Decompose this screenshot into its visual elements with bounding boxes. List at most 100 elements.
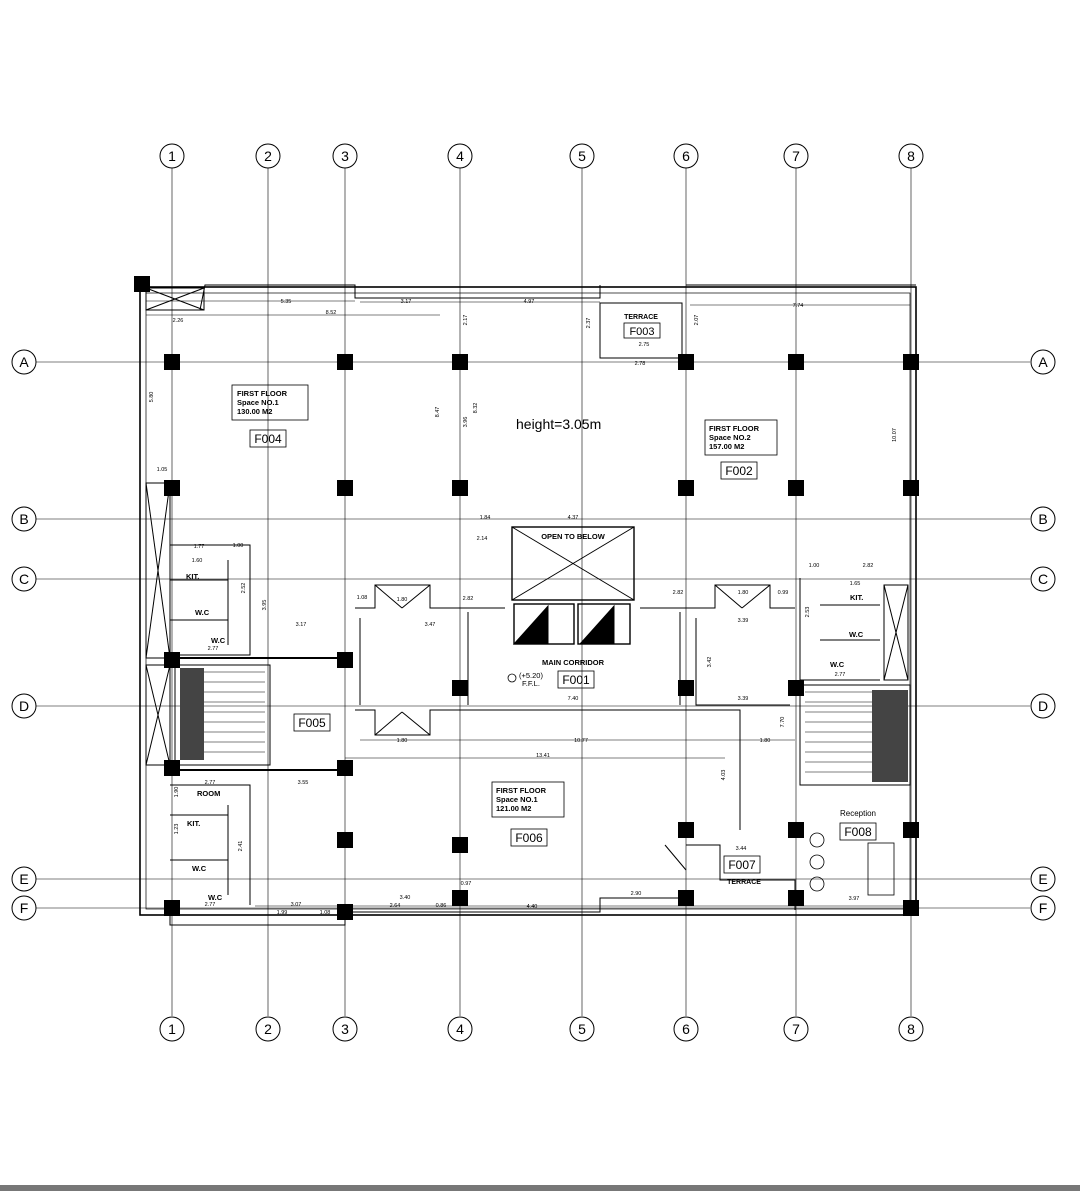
dim-7-74: 7.74 bbox=[793, 303, 804, 309]
dim-3-39a: 3.39 bbox=[738, 618, 749, 624]
reception-chair-1 bbox=[809, 832, 825, 848]
grid-label-row-B-left: B bbox=[19, 511, 28, 527]
shaft-left-upper bbox=[145, 482, 171, 659]
space-f002-area: 157.00 M2 bbox=[709, 442, 744, 451]
grid-bubble-col-4-top bbox=[447, 143, 473, 169]
void-x2 bbox=[511, 526, 635, 601]
dim-1-05: 1.05 bbox=[157, 467, 168, 473]
structural-column bbox=[903, 354, 919, 370]
kit-left-bottom: KIT. bbox=[187, 819, 200, 828]
grid-label-col-8-bottom: 8 bbox=[907, 1021, 915, 1037]
grid-bubble-row-B-right bbox=[1030, 506, 1056, 532]
grid-bubble-col-6-top bbox=[673, 143, 699, 169]
tag-f007: F007 bbox=[728, 858, 756, 872]
wc-label-3: W.C bbox=[192, 864, 207, 873]
dim-4-03: 4.03 bbox=[721, 770, 727, 781]
dim-5-80: 5.80 bbox=[149, 392, 155, 403]
dim-8-47: 8.47 bbox=[435, 407, 441, 418]
grid-bubble-col-2-top bbox=[255, 143, 281, 169]
wc-label-6: W.C bbox=[830, 660, 845, 669]
door-swing-2 bbox=[401, 584, 431, 609]
dim-0-86: 0.86 bbox=[436, 903, 447, 909]
tag-f008: F008 bbox=[844, 825, 872, 839]
dim-2-64: 2.64 bbox=[390, 903, 401, 909]
grid-label-row-E-left: E bbox=[19, 871, 28, 887]
grid-bubble-row-A-right bbox=[1030, 349, 1056, 375]
tag-box-f003 bbox=[623, 322, 661, 339]
stair-void-top bbox=[145, 287, 205, 311]
stair-right-hatch bbox=[872, 690, 908, 782]
level-mark: (+5.20) bbox=[519, 671, 543, 680]
grid-bubble-col-8-bottom bbox=[898, 1016, 924, 1042]
dim-1-80d: 1.80 bbox=[760, 738, 771, 744]
grid-bubble-row-E-left bbox=[11, 866, 37, 892]
stair-treads bbox=[180, 668, 908, 782]
dim-3-39b: 3.39 bbox=[738, 696, 749, 702]
space-f006-floor: FIRST FLOOR bbox=[496, 786, 547, 795]
space-f006-area: 121.00 M2 bbox=[496, 804, 531, 813]
tag-box-f006 bbox=[510, 828, 548, 847]
grid-label-col-4-top: 4 bbox=[456, 148, 464, 164]
tag-box-f005 bbox=[293, 713, 331, 732]
dim-1-77: 1.77 bbox=[194, 544, 205, 550]
terrace-bottom-label: TERRACE bbox=[727, 879, 761, 886]
tag-box-f007 bbox=[723, 855, 761, 874]
corridor-wall-bottom bbox=[355, 709, 741, 830]
grid-bubble-col-3-top bbox=[332, 143, 358, 169]
structural-column bbox=[452, 480, 468, 496]
dim-3-17a: 3.17 bbox=[401, 299, 412, 305]
stair-right bbox=[799, 684, 911, 786]
tag-box-f008 bbox=[839, 822, 877, 841]
structural-column bbox=[164, 354, 180, 370]
grid-label-col-4-bottom: 4 bbox=[456, 1021, 464, 1037]
dim-2-90: 2.90 bbox=[631, 891, 642, 897]
structural-column bbox=[788, 480, 804, 496]
terrace-top-outline bbox=[599, 302, 683, 359]
dim-4-37: 4.37 bbox=[568, 515, 579, 521]
corridor-wall-top-right bbox=[640, 584, 795, 609]
structural-column bbox=[788, 822, 804, 838]
structural-column bbox=[903, 822, 919, 838]
grid-bubble-row-C-right bbox=[1030, 566, 1056, 592]
dim-2-75: 2.75 bbox=[639, 342, 650, 348]
dim-2-14: 2.14 bbox=[477, 536, 488, 542]
corridor-wall-top bbox=[355, 584, 505, 609]
structural-column bbox=[134, 276, 150, 292]
structural-column bbox=[164, 480, 180, 496]
shaft-left-lower bbox=[145, 664, 171, 766]
dim-0-97: 0.97 bbox=[461, 881, 472, 887]
grid-bubble-col-5-top bbox=[569, 143, 595, 169]
grid-bubble-row-F-left bbox=[11, 895, 37, 921]
shaft-right bbox=[883, 584, 909, 681]
dim-2-17: 2.17 bbox=[463, 315, 469, 326]
grid-label-row-D-left: D bbox=[19, 698, 29, 714]
grid-label-col-3-top: 3 bbox=[341, 148, 349, 164]
door-swing-1 bbox=[374, 584, 403, 609]
elevator-left-fill bbox=[512, 604, 549, 645]
grid-bubble-col-8-top bbox=[898, 143, 924, 169]
stair-void-x2 bbox=[145, 287, 205, 311]
dim-3-07: 3.07 bbox=[291, 902, 302, 908]
outer-wall bbox=[139, 286, 917, 916]
structural-column bbox=[452, 837, 468, 853]
dim-2-37: 2.37 bbox=[586, 318, 592, 329]
door-swing-5 bbox=[714, 584, 743, 609]
structural-column bbox=[788, 890, 804, 906]
structural-column bbox=[678, 822, 694, 838]
dim-10-07: 10.07 bbox=[892, 428, 898, 442]
dim-1-90: 1.90 bbox=[174, 787, 180, 798]
grid-label-col-1-top: 1 bbox=[168, 148, 176, 164]
grid-bubble-col-6-bottom bbox=[673, 1016, 699, 1042]
elevator-right-fill bbox=[578, 604, 615, 645]
grid-label-col-5-bottom: 5 bbox=[578, 1021, 586, 1037]
dim-1-65: 1.65 bbox=[850, 581, 861, 587]
structural-column bbox=[903, 900, 919, 916]
grid-label-col-2-top: 2 bbox=[264, 148, 272, 164]
tag-f003: F003 bbox=[629, 326, 654, 338]
dim-1-08: 1.08 bbox=[357, 595, 368, 601]
grid-label-row-D-right: D bbox=[1038, 698, 1048, 714]
structural-column bbox=[678, 480, 694, 496]
space-f004-area: 130.00 M2 bbox=[237, 407, 272, 416]
space-box-f002 bbox=[704, 419, 778, 456]
